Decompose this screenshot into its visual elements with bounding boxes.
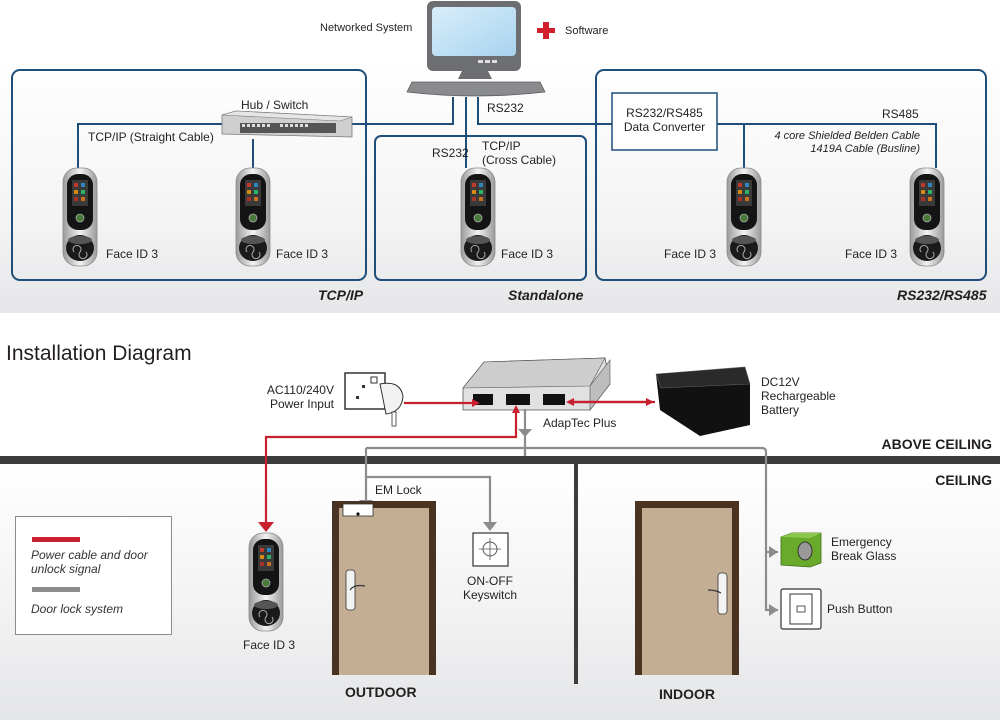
cable-note-line1: 4 core Shielded Belden Cable (774, 130, 920, 142)
face-id-label: Face ID 3 (243, 638, 296, 652)
outdoor-door-icon (332, 501, 436, 675)
tcpip-cross-line1: TCP/IP (482, 139, 521, 153)
networked-system-label: Networked System (320, 22, 413, 34)
cable-note: 4 core Shielded Belden Cable 1419A Cable… (740, 130, 920, 156)
keyswitch-line1: ON-OFF (467, 574, 513, 588)
power-input-label: AC110/240V Power Input (250, 383, 334, 411)
rs485-group-box (595, 69, 987, 281)
device-label: Face ID 3 (664, 247, 717, 261)
cable-note-line2: 1419A Cable (Busline) (810, 143, 920, 155)
break-glass-arrow (769, 546, 778, 558)
push-button-icon (780, 588, 822, 630)
face-id-device-icon (235, 167, 271, 267)
legend-lock-label: Door lock system (31, 602, 124, 616)
ceiling-bar (0, 456, 1000, 464)
power-input-line2: Power Input (269, 397, 334, 411)
computer-icon (406, 1, 546, 97)
legend-lock-swatch (32, 587, 80, 592)
battery-icon (655, 366, 751, 436)
device-label: Face ID 3 (845, 247, 898, 261)
legend-power-label: Power cable and door unlock signal (31, 548, 148, 576)
indoor-door-icon (635, 501, 739, 675)
legend: Power cable and door unlock signal Door … (15, 516, 172, 635)
battery-label: DC12V Rechargeable Battery (761, 375, 836, 417)
legend-power-swatch (32, 537, 80, 542)
tcpip-cross-cable-label: TCP/IP (Cross Cable) (482, 139, 556, 167)
keyswitch-arrow (483, 522, 497, 531)
keyswitch-line2: Keyswitch (462, 588, 518, 602)
legend-power-line2: unlock signal (31, 562, 101, 576)
tcpip-group-box (11, 69, 367, 281)
break-glass-label: Emergency Break Glass (831, 535, 896, 563)
indoor-label: INDOOR (659, 686, 715, 702)
standalone-group-box (374, 135, 587, 281)
battery-line1: DC12V (761, 375, 800, 389)
keyswitch-icon (472, 532, 509, 567)
face-id-device-icon (726, 167, 762, 267)
device-label: Face ID 3 (106, 247, 159, 261)
device-label: Face ID 3 (276, 247, 329, 261)
break-glass-line1: Emergency (831, 535, 892, 549)
push-button-arrow (769, 604, 778, 616)
hub-switch-icon (221, 110, 353, 138)
network-cables (77, 97, 937, 168)
face-id-arrowhead (258, 522, 274, 532)
power-input-line1: AC110/240V (266, 383, 334, 397)
adaptec-label: AdapTec Plus (543, 416, 617, 430)
rs232-pc-label: RS232 (487, 101, 524, 115)
section-label-tcpip: TCP/IP (318, 287, 364, 303)
software-label: Software (565, 25, 609, 37)
keyswitch-label: ON-OFF Keyswitch (450, 574, 530, 602)
power-socket-icon (344, 372, 404, 427)
face-id-device-icon (248, 532, 284, 632)
break-glass-line2: Break Glass (831, 549, 897, 563)
push-button-label: Push Button (827, 602, 893, 616)
outdoor-label: OUTDOOR (345, 684, 417, 700)
battery-line3: Battery (761, 403, 800, 417)
software-plus-icon (537, 22, 555, 39)
face-id-device-icon (460, 167, 496, 267)
section-label-standalone: Standalone (508, 287, 584, 303)
rs485-label: RS485 (882, 107, 919, 121)
converter-line2: Data Converter (623, 120, 706, 134)
data-converter-box (611, 92, 718, 151)
room-partition (574, 462, 578, 684)
hub-switch-label: Hub / Switch (241, 98, 309, 112)
battery-line2: Rechargeable (761, 389, 836, 403)
face-id-device-icon (909, 167, 945, 267)
installation-diagram-title: Installation Diagram (6, 342, 192, 365)
converter-line1: RS232/RS485 (626, 106, 703, 120)
power-cables (264, 398, 655, 526)
ceiling-label: CEILING (935, 472, 992, 488)
tcpip-cross-line2: (Cross Cable) (482, 153, 557, 167)
rs232-standalone-label: RS232 (432, 146, 469, 160)
face-id-device-icon (62, 167, 98, 267)
adaptec-down-arrow (518, 429, 532, 437)
data-converter-label: RS232/RS485 Data Converter (612, 106, 717, 134)
em-lock-label: EM Lock (375, 483, 422, 497)
above-ceiling-label: ABOVE CEILING (881, 436, 992, 452)
legend-power-line1: Power cable and door (31, 548, 148, 562)
tcpip-straight-cable-label: TCP/IP (Straight Cable) (88, 130, 214, 144)
adaptec-power-supply-icon (462, 357, 611, 411)
emergency-break-glass-icon (780, 532, 822, 568)
device-label: Face ID 3 (501, 247, 554, 261)
section-label-rs232-rs485: RS232/RS485 (897, 287, 987, 303)
